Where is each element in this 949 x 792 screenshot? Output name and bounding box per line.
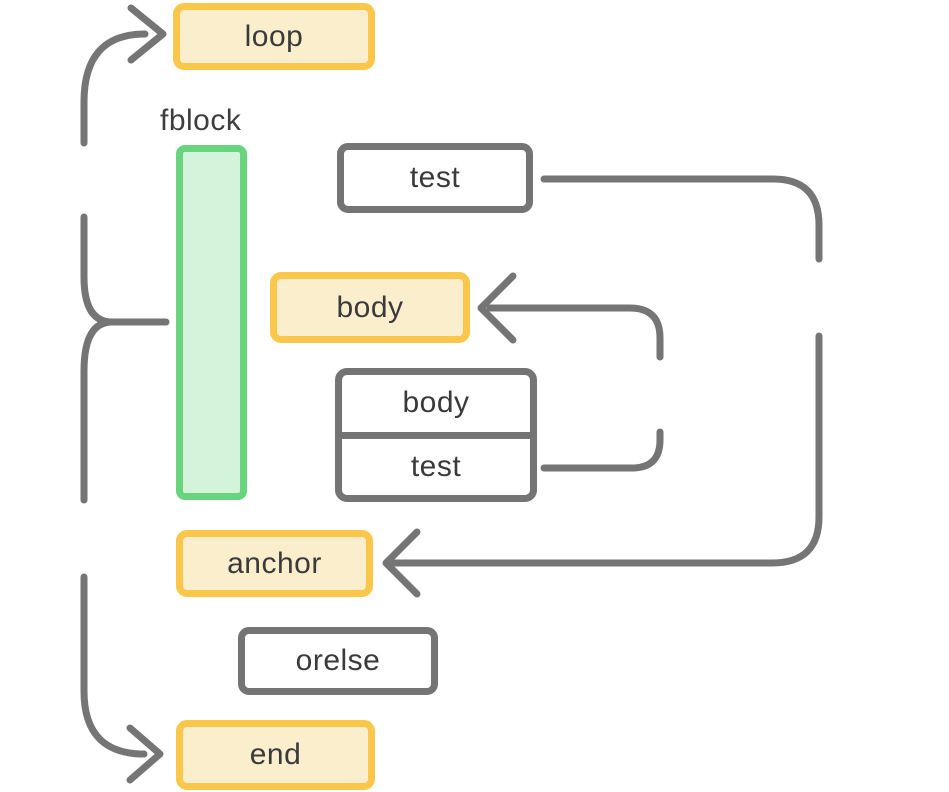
arrowhead-loop-icon (127, 4, 167, 64)
edge-test-right-down (540, 175, 823, 263)
node-body: body (270, 272, 470, 343)
node-orelse-label: orelse (295, 644, 381, 677)
node-test-inner: test (410, 449, 462, 483)
node-test: test (337, 143, 533, 213)
fblock-bar (176, 145, 247, 500)
node-anchor: anchor (176, 530, 373, 597)
edge-left-to-end (80, 573, 148, 758)
node-end-label: end (249, 738, 302, 771)
arrowhead-anchor-icon (382, 528, 421, 598)
edge-into-body (486, 304, 664, 361)
edge-right-into-anchor (388, 332, 823, 567)
stack-divider (342, 431, 530, 439)
node-test-label: test (409, 161, 461, 194)
edge-inner-test-up (540, 428, 664, 472)
fblock-label: fblock (160, 104, 242, 137)
edge-fblock-junction-lower (80, 318, 116, 504)
edge-left-to-loop (80, 30, 149, 147)
stack-group: body test (335, 368, 537, 502)
node-end: end (176, 720, 375, 790)
arrowhead-end-icon (126, 724, 164, 784)
arrowhead-body-icon (477, 272, 517, 344)
node-body-inner: body (402, 386, 470, 420)
node-loop: loop (173, 3, 375, 70)
node-body-label: body (336, 290, 404, 324)
node-anchor-label: anchor (227, 546, 322, 580)
node-orelse: orelse (238, 627, 438, 695)
node-loop-label: loop (244, 19, 304, 53)
edge-fblock-junction-upper (80, 213, 170, 326)
